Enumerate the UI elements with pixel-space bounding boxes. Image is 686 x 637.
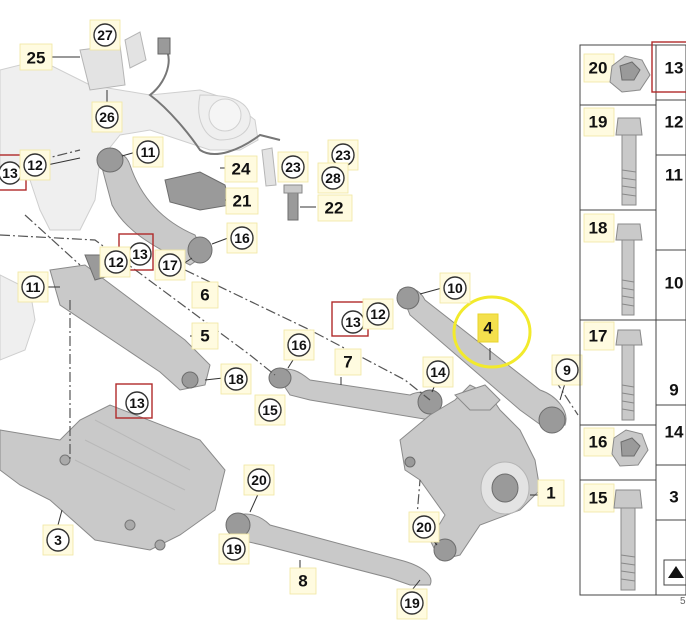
label-12-a: 12	[27, 157, 43, 173]
sensor-22	[283, 184, 303, 221]
label-17: 17	[162, 257, 178, 273]
label-20-a: 20	[251, 472, 267, 488]
label-13-d: 13	[345, 314, 361, 330]
label-16-b: 16	[291, 337, 307, 353]
label-26: 26	[99, 109, 115, 125]
table-label-18: 18	[589, 219, 608, 238]
label-12-c: 12	[370, 306, 386, 322]
label-24: 24	[232, 160, 251, 179]
bolt-19	[615, 117, 643, 206]
label-20-b: 20	[416, 519, 432, 535]
table-label-10: 10	[665, 274, 684, 293]
label-12-b: 12	[108, 254, 124, 270]
label-9: 9	[563, 362, 571, 378]
table-label-3: 3	[669, 488, 678, 507]
label-7: 7	[343, 353, 352, 372]
wrench-hint-icon	[663, 559, 686, 586]
label-11-a: 11	[141, 144, 156, 160]
highlight-box-4	[477, 313, 499, 343]
bolt-15	[613, 489, 643, 591]
nut-20	[609, 55, 651, 93]
label-13-b: 13	[132, 246, 148, 262]
table-label-17: 17	[589, 327, 608, 346]
table-label-19: 19	[589, 113, 608, 132]
parts-table: 20 19 18 17 16 15 13 12 11 10 9 14 3	[579, 41, 686, 596]
label-15: 15	[262, 402, 278, 418]
table-label-13: 13	[665, 59, 684, 78]
table-label-11: 11	[665, 166, 683, 185]
shield-3	[0, 404, 226, 551]
label-18: 18	[228, 371, 244, 387]
control-arm-8	[225, 512, 432, 586]
table-label-15: 15	[589, 489, 608, 508]
sensor-cable	[148, 44, 281, 155]
bracket-24	[261, 147, 277, 187]
label-4: 4	[483, 319, 493, 338]
label-16-a: 16	[234, 230, 250, 246]
footer-text: 5	[680, 596, 686, 607]
label-19-b: 19	[404, 595, 420, 611]
label-21: 21	[233, 192, 252, 211]
label-27: 27	[97, 27, 113, 43]
bolt-17	[615, 329, 643, 421]
label-13-c: 13	[129, 395, 145, 411]
lateral-arm-7	[268, 367, 443, 421]
label-11-b: 11	[26, 279, 41, 295]
bolt-18	[615, 223, 643, 316]
callouts: 25 27 26 13 12 11 24 23 23	[0, 19, 583, 620]
label-28: 28	[325, 170, 341, 186]
label-8: 8	[298, 572, 307, 591]
label-23-b: 23	[335, 147, 351, 163]
control-arm-4	[396, 286, 567, 434]
table-label-12: 12	[665, 113, 684, 132]
label-22: 22	[325, 199, 344, 218]
label-23-a: 23	[285, 159, 301, 175]
cover-21	[164, 171, 231, 211]
table-label-14: 14	[665, 423, 684, 442]
nut-16	[611, 429, 649, 467]
wheel-carrier-1	[399, 384, 541, 562]
label-3-shield: 3	[54, 532, 62, 548]
highlight-ring	[452, 295, 532, 369]
label-13-a: 13	[2, 165, 18, 181]
label-25: 25	[27, 49, 46, 68]
label-5: 5	[200, 327, 209, 346]
label-19-a: 19	[226, 541, 242, 557]
table-label-9: 9	[669, 381, 678, 400]
bracket-25	[79, 31, 147, 91]
table-label-16: 16	[589, 433, 608, 452]
label-6: 6	[200, 286, 209, 305]
table-label-20: 20	[589, 59, 608, 78]
label-1: 1	[546, 484, 555, 503]
label-14: 14	[430, 364, 446, 380]
label-10: 10	[447, 280, 463, 296]
sensor-plug	[157, 37, 171, 55]
